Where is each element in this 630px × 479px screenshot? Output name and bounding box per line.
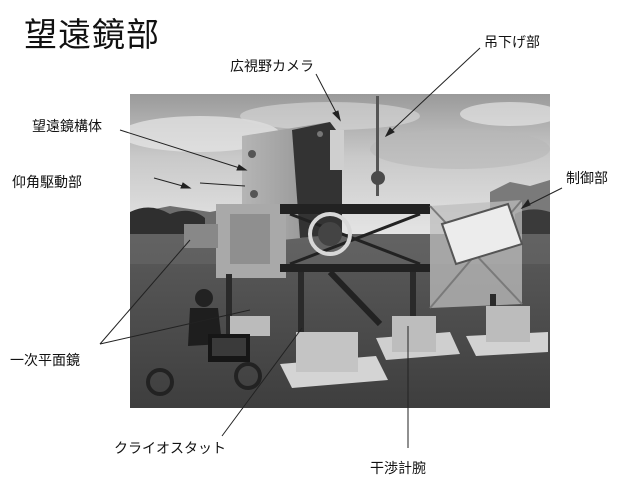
leader-primary-mirror-2 bbox=[99, 309, 251, 345]
arrowhead-control bbox=[520, 198, 531, 210]
arrowhead-elevation-drive bbox=[180, 182, 192, 189]
label-telescope-structure: 望遠鏡構体 bbox=[32, 119, 102, 135]
label-control: 制御部 bbox=[566, 171, 608, 187]
leader-elevation-drive-2 bbox=[199, 182, 246, 187]
arrowhead-telescope-structure bbox=[236, 164, 248, 171]
leader-suspension bbox=[385, 47, 481, 137]
leader-primary-mirror-1 bbox=[99, 239, 191, 345]
leader-telescope-structure bbox=[119, 129, 247, 171]
label-wide-camera: 広視野カメラ bbox=[230, 59, 314, 75]
label-cryostat: クライオスタット bbox=[114, 441, 226, 457]
label-primary-flat-mirror: 一次平面鏡 bbox=[10, 353, 80, 369]
leader-cryostat bbox=[221, 327, 303, 437]
label-suspension: 吊下げ部 bbox=[484, 35, 540, 51]
label-elevation-drive: 仰角駆動部 bbox=[12, 175, 82, 191]
telescope-photo bbox=[130, 94, 550, 408]
arrowhead-suspension bbox=[384, 127, 395, 138]
page-title: 望遠鏡部 bbox=[24, 15, 160, 54]
label-interferometer-arm: 干渉計腕 bbox=[370, 461, 426, 477]
arrowhead-wide-camera bbox=[332, 110, 341, 122]
